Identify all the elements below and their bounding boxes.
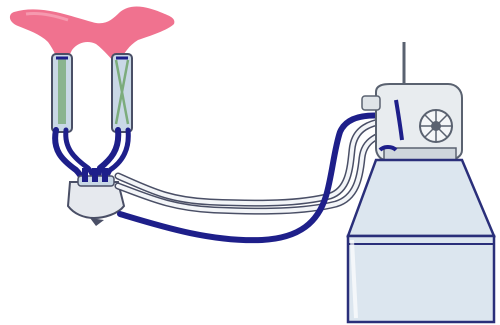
claw-nipple-1: [82, 168, 88, 182]
teat-cup-right: [112, 54, 132, 132]
pump-side-box: [362, 96, 380, 110]
milk-tank: [348, 147, 494, 322]
teat-cup-left: [52, 54, 72, 132]
udder-body: [10, 7, 174, 70]
claw-outlet: [90, 218, 104, 226]
pulsation-tubes: [118, 120, 396, 211]
claw-nipple-3: [102, 168, 108, 182]
claw-nipple-2: [92, 168, 98, 182]
tank-body: [348, 236, 494, 322]
udder: [10, 7, 174, 70]
teat-cup-left-liner: [58, 58, 66, 124]
pulsator-pump: [362, 42, 462, 160]
tank-lid: [348, 160, 494, 236]
